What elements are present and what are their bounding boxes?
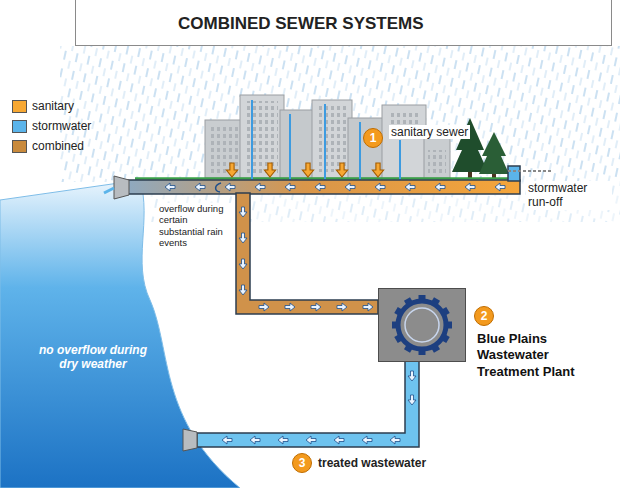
overflow-outfall	[104, 176, 129, 199]
trees	[479, 132, 509, 174]
rain	[60, 46, 620, 222]
flow-arrow	[334, 436, 344, 444]
callout-number: 3	[292, 453, 312, 473]
combined-sewer-pipe	[216, 183, 221, 192]
stormwater-downspouts	[251, 100, 253, 181]
callout-number: 2	[474, 306, 494, 326]
flow-arrow	[375, 183, 385, 191]
flow-arrow	[239, 207, 247, 217]
flow-arrow	[195, 183, 205, 191]
ground-line	[135, 178, 512, 179]
city-buildings	[318, 106, 346, 172]
city-buildings	[312, 100, 352, 178]
note-label: no overflow during dry weather	[28, 343, 158, 372]
city-buildings	[205, 120, 243, 178]
stormwater-downspouts	[399, 140, 401, 181]
treated-wastewater-pipe	[197, 361, 419, 447]
city-buildings	[280, 110, 314, 178]
legend-swatch	[12, 140, 27, 153]
callout-number: 1	[363, 128, 383, 148]
legend-text: stormwater	[32, 119, 91, 133]
flow-arrow	[306, 436, 316, 444]
flow-arrow	[408, 371, 416, 381]
city-buildings	[240, 95, 284, 178]
flow-arrow	[264, 163, 275, 177]
city-buildings	[428, 150, 446, 174]
flow-arrow	[278, 436, 288, 444]
flow-arrow	[465, 183, 475, 191]
callout-number: 3	[299, 456, 306, 470]
stormwater-downspouts	[252, 100, 400, 181]
flow-arrow	[239, 233, 247, 243]
title-box: COMBINED SEWER SYSTEMS	[75, 0, 612, 46]
legend-swatch	[12, 120, 27, 133]
legend-swatch	[12, 100, 27, 113]
flow-arrow	[315, 183, 325, 191]
flow-arrow	[372, 163, 383, 177]
flow-arrow	[336, 163, 347, 177]
flow-arrow	[362, 436, 372, 444]
legend-row: sanitary	[12, 99, 74, 113]
city-buildings	[382, 105, 426, 178]
component-label: sanitary sewer	[389, 125, 470, 139]
gear-inner	[405, 308, 439, 342]
overflow-outfall	[104, 188, 114, 193]
stormwater-downspouts	[289, 114, 291, 181]
flow-arrow	[408, 395, 416, 405]
flow-arrow	[363, 303, 373, 311]
flow-arrow	[239, 285, 247, 295]
treated-wastewater-pipe	[197, 361, 419, 447]
city-buildings	[348, 118, 384, 178]
treated-outfall	[183, 429, 197, 451]
flow-arrow	[435, 183, 445, 191]
combined-sewer-pipe	[236, 193, 378, 314]
callout-number: 1	[370, 131, 377, 145]
stormwater-downspouts	[324, 104, 326, 181]
component-label: stormwater run-off	[526, 181, 612, 210]
legend-row: stormwater	[12, 119, 91, 133]
flow-arrow	[259, 303, 269, 311]
flow-arrow	[337, 303, 347, 311]
diagram-title: COMBINED SEWER SYSTEMS	[178, 14, 424, 34]
flow-arrow	[311, 303, 321, 311]
stormwater-downspouts	[359, 122, 361, 181]
stormwater-runoff-inlet	[508, 170, 552, 172]
city-buildings	[388, 111, 420, 125]
flow-arrow	[302, 163, 313, 177]
treated-outfall	[183, 429, 197, 451]
flow-arrow	[495, 183, 505, 191]
stormwater-runoff-inlet	[508, 166, 552, 181]
callout-number: 2	[481, 309, 488, 323]
flow-arrow	[345, 183, 355, 191]
overflow-outfall	[114, 176, 129, 199]
gear-ring	[398, 301, 446, 349]
flow-arrow	[250, 436, 260, 444]
flow-arrow	[285, 303, 295, 311]
city-buildings	[246, 101, 278, 173]
flow-arrow	[390, 436, 400, 444]
legend-row: combined	[12, 139, 84, 153]
flow-arrow	[165, 183, 175, 191]
flow-arrow	[285, 183, 295, 191]
flow-arrow	[225, 183, 235, 191]
flow-arrow	[239, 259, 247, 269]
plant-name: Blue Plains Wastewater Treatment Plant	[477, 331, 605, 380]
rain	[60, 46, 620, 182]
stormwater-runoff-inlet	[508, 166, 520, 181]
combined-sewer-pipe	[128, 180, 520, 194]
gear-icon	[379, 289, 465, 361]
flow-arrow	[405, 183, 415, 191]
legend-text: combined	[32, 139, 84, 153]
flow-arrow	[222, 436, 232, 444]
legend-text: sanitary	[32, 99, 74, 113]
component-label: treated wastewater	[316, 456, 428, 470]
treatment-plant-box: Blue Plains Wastewater Treatment Plant	[378, 288, 466, 362]
flow-arrow	[226, 163, 237, 177]
flow-arrow	[255, 183, 265, 191]
note-label: overflow during certain substantial rain…	[157, 203, 235, 249]
